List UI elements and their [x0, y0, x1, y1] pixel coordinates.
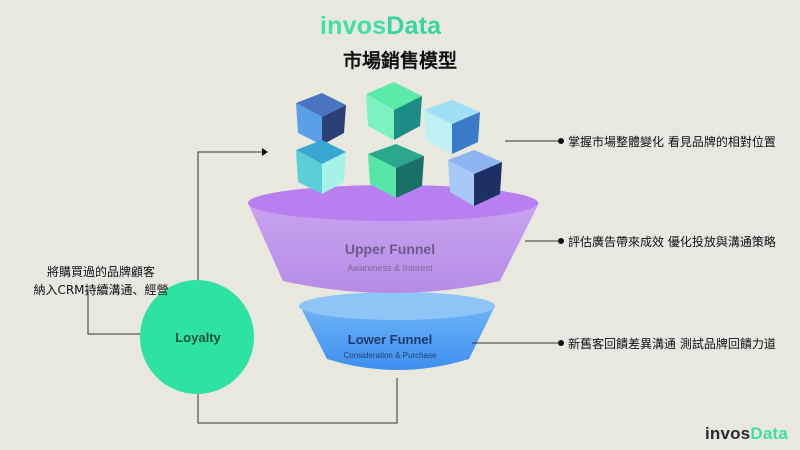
page-title: 市場銷售模型	[342, 50, 457, 72]
upper-funnel-subtitle: Awareness & Interest	[347, 263, 433, 273]
cube-4	[296, 140, 346, 194]
loyalty-label: Loyalty	[175, 330, 221, 345]
cube-1	[296, 93, 346, 145]
logo-invos-small: invos	[704, 424, 751, 443]
note-middle: 評估廣告帶來成效 優化投放與溝通策略	[568, 235, 776, 249]
cube-5	[368, 144, 424, 198]
cube-6	[448, 150, 502, 206]
logo-data-small: Data	[750, 424, 788, 443]
note-bottom: 新舊客回饋差異溝通 測試品牌回饋力道	[568, 337, 776, 351]
logo-invos: invos	[320, 12, 387, 40]
left-note-line-2: 納入CRM持續溝通、經營	[33, 283, 169, 297]
loyalty-circle	[140, 280, 254, 394]
lower-funnel-subtitle: Consideration & Purchase	[343, 351, 437, 360]
bottom-right-logo: invosData	[705, 424, 788, 444]
left-note-line-1: 將購買過的品牌顧客	[46, 265, 155, 279]
arrow-head-icon	[262, 148, 268, 156]
lower-funnel	[299, 292, 495, 370]
note-dots	[558, 138, 564, 346]
upper-funnel-title: Upper Funnel	[344, 241, 436, 257]
top-logo: invosData	[320, 12, 441, 41]
upper-funnel	[248, 185, 539, 293]
cube-3	[424, 100, 480, 154]
left-note: 將購買過的品牌顧客 納入CRM持續溝通、經營	[20, 263, 182, 299]
loyalty-loop-line	[197, 376, 398, 424]
loyalty-return-line	[197, 151, 262, 296]
left-note-line	[87, 291, 142, 335]
lower-funnel-title: Lower Funnel	[347, 332, 433, 347]
note-top: 掌握市場整體變化 看見品牌的相對位置	[568, 135, 776, 149]
cube-2	[366, 82, 422, 140]
logo-data: Data	[386, 12, 442, 40]
note-connectors	[472, 140, 560, 344]
connector-lines	[87, 151, 398, 424]
